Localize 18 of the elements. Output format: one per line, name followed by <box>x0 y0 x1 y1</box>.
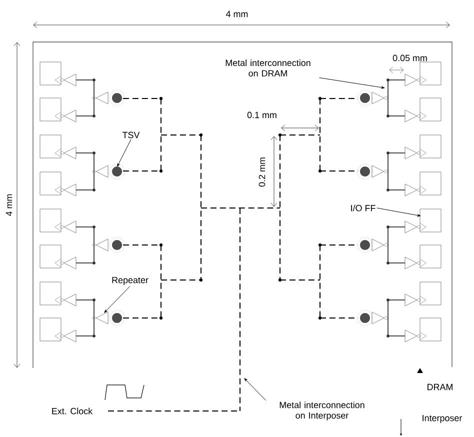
leader-line <box>117 139 132 167</box>
text-label: Interposer <box>422 414 462 423</box>
dimension-label: 0.05 mm <box>392 54 427 62</box>
text-label: DRAM <box>428 384 452 390</box>
dimension-label: 0.1 mm <box>247 112 276 118</box>
callout-text: Metal interconnection on Interposer <box>280 402 364 420</box>
callout-text: I/O FF <box>351 204 376 212</box>
dimension-label: 4 mm <box>226 10 248 18</box>
callout-text: Metal interconnection on DRAM <box>226 59 310 77</box>
leader-line <box>376 208 421 217</box>
callout-text: TSV <box>122 132 140 138</box>
leader-line <box>244 378 266 401</box>
text-label: Ext. Clock <box>52 408 93 414</box>
leader-line <box>104 286 130 313</box>
leader-line <box>318 77 385 89</box>
callout-text: Repeater <box>112 276 148 285</box>
dimension-label: 0.2 mm <box>258 158 266 187</box>
dimension-label: 4 mm <box>6 194 12 216</box>
